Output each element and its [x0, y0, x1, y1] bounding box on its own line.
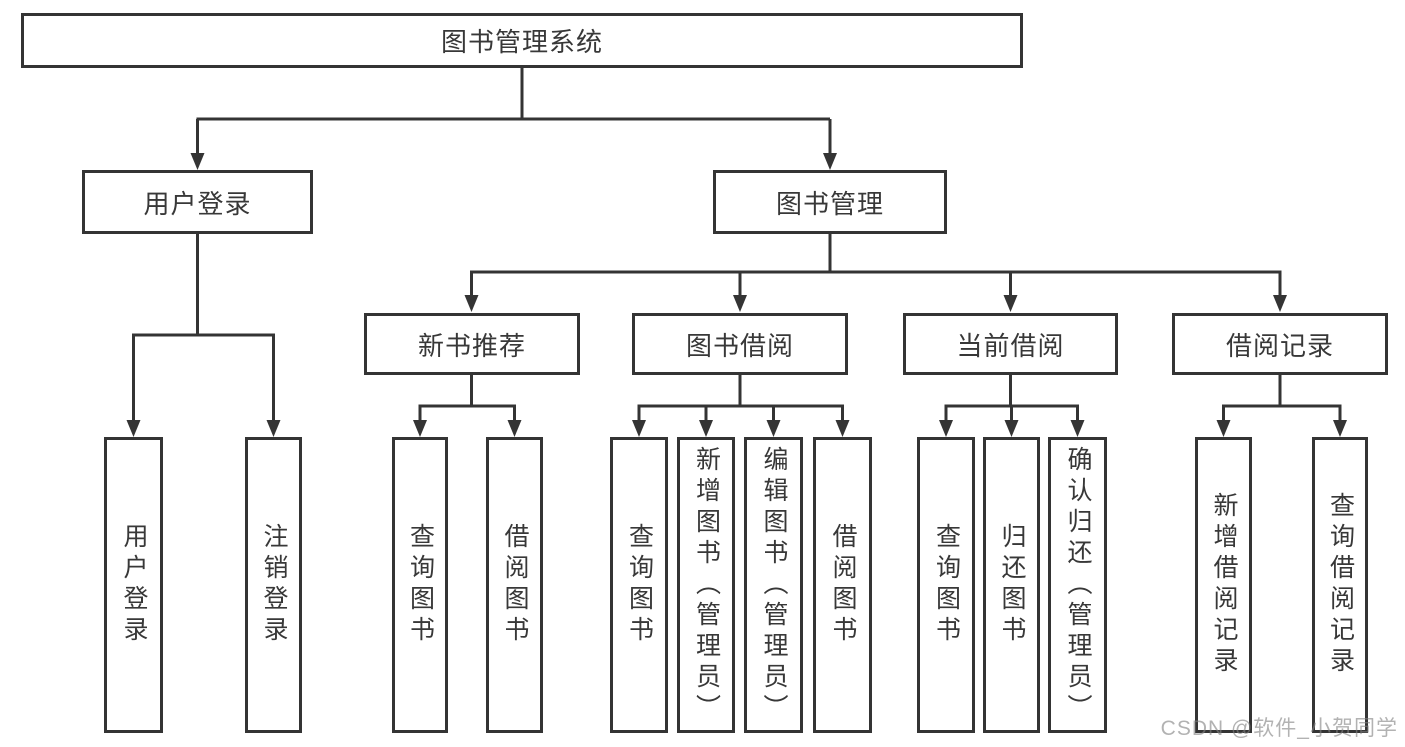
leaf-return-book: 归还图书: [983, 437, 1040, 733]
node-label: 借阅记录: [1225, 330, 1334, 361]
node-label: 确认归还（管理员）: [1064, 445, 1092, 725]
leaf-confirm-return-admin: 确认归还（管理员）: [1048, 437, 1107, 733]
connector-login-to-leaves: [126, 234, 281, 437]
connector-borrow-to-leaves: [632, 375, 850, 437]
connector-records-to-leaves: [1216, 375, 1347, 437]
node-label: 借阅图书: [829, 523, 857, 647]
leaf-add-book-admin: 新增图书（管理员）: [677, 437, 735, 733]
leaf-logout: 注销登录: [245, 437, 302, 733]
node-user-login: 用户登录: [82, 170, 313, 234]
connector-current-to-leaves: [939, 375, 1085, 437]
node-label: 图书借阅: [685, 330, 794, 361]
node-current-borrow: 当前借阅: [903, 313, 1118, 375]
node-book-management: 图书管理: [713, 170, 947, 234]
node-book-borrow: 图书借阅: [632, 313, 848, 375]
connector-bookmgmt-to-level3: [464, 234, 1287, 312]
node-label: 归还图书: [998, 523, 1026, 647]
leaf-query-books-borrow: 查询图书: [610, 437, 668, 733]
leaf-query-books-current: 查询图书: [917, 437, 975, 733]
connector-newbook-to-leaves: [413, 375, 522, 437]
node-label: 查询图书: [406, 523, 435, 647]
node-label: 新增借阅记录: [1210, 492, 1238, 678]
node-library-system: 图书管理系统: [21, 13, 1023, 68]
node-label: 当前借阅: [956, 330, 1065, 361]
leaf-edit-book-admin: 编辑图书（管理员）: [744, 437, 803, 733]
node-label: 图书管理系统: [440, 27, 603, 57]
node-label: 注销登录: [260, 523, 288, 647]
connector-root-to-level2: [190, 68, 837, 170]
node-label: 查询借阅记录: [1326, 492, 1355, 678]
node-label: 查询图书: [932, 523, 961, 647]
leaf-user-login: 用户登录: [104, 437, 163, 733]
node-label: 新增图书（管理员）: [692, 445, 721, 725]
node-label: 借阅图书: [501, 523, 529, 647]
node-borrow-records: 借阅记录: [1172, 313, 1388, 375]
node-label: 用户登录: [120, 523, 148, 647]
node-label: 图书管理: [775, 188, 884, 219]
node-label: 用户登录: [143, 188, 252, 219]
node-label: 编辑图书（管理员）: [760, 445, 788, 725]
node-new-book-recommend: 新书推荐: [364, 313, 580, 375]
watermark: CSDN @软件_小贺同学: [1160, 717, 1398, 740]
leaf-query-borrow-record: 查询借阅记录: [1312, 437, 1368, 733]
leaf-add-borrow-record: 新增借阅记录: [1195, 437, 1252, 733]
leaf-query-books-recommend: 查询图书: [392, 437, 448, 733]
leaf-borrow-books: 借阅图书: [813, 437, 872, 733]
node-label: 新书推荐: [417, 330, 526, 361]
leaf-borrow-books-recommend: 借阅图书: [486, 437, 543, 733]
node-label: 查询图书: [625, 523, 654, 647]
